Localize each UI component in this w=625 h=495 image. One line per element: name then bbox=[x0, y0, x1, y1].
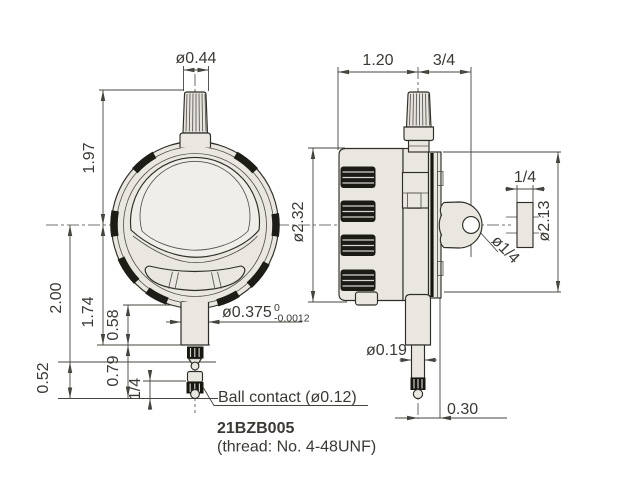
ball-contact-ball bbox=[190, 389, 200, 399]
dim-stem-diameter: ø0.375 bbox=[222, 304, 272, 321]
button-row bbox=[144, 265, 246, 292]
dim-lug-thickness: 1/4 bbox=[514, 169, 536, 186]
dim-cap-diameter: ø0.44 bbox=[176, 50, 217, 67]
side-cap-stripes bbox=[409, 93, 430, 126]
dim-bezel-diameter: ø2.32 bbox=[290, 201, 307, 242]
rear-plate-tab-top bbox=[437, 171, 444, 186]
front-view bbox=[110, 91, 280, 399]
dim-spindle-diameter: ø0.19 bbox=[366, 342, 407, 359]
dim-top-to-center: 1.97 bbox=[81, 142, 98, 173]
lug-hole bbox=[462, 216, 480, 234]
lcd-display-window bbox=[139, 160, 251, 251]
front-contact-ball bbox=[190, 361, 200, 371]
side-spindle-rod bbox=[410, 344, 426, 379]
rear-plate-tab-bottom bbox=[437, 261, 444, 276]
callout-texts: Ball contact (ø0.12) 21BZB005 (thread: N… bbox=[217, 389, 376, 456]
button-dividers bbox=[168, 271, 222, 290]
ball-contact-leader bbox=[203, 387, 368, 406]
dim-center-to-stem-end: 1.74 bbox=[80, 296, 97, 327]
side-contact-ball bbox=[412, 388, 424, 400]
side-view bbox=[338, 91, 534, 400]
dim-contact-thread-length: 1/4 bbox=[127, 378, 144, 400]
dim-rear-diameter: ø2.13 bbox=[536, 200, 553, 241]
dim-center-to-lug: 3/4 bbox=[433, 52, 455, 69]
part-number: 21BZB005 bbox=[217, 420, 294, 437]
side-latch-detail bbox=[401, 171, 430, 209]
lug-cross-section bbox=[516, 201, 534, 249]
side-cap-base bbox=[403, 126, 435, 142]
display-lip-line bbox=[132, 235, 258, 264]
front-cap-base bbox=[179, 132, 212, 148]
side-body-mid-column bbox=[402, 147, 430, 302]
thread-note: (thread: No. 4-48UNF) bbox=[217, 439, 376, 456]
dim-center-to-contact-tip: 2.00 bbox=[48, 282, 65, 313]
bezel-knurl-segments bbox=[110, 151, 280, 310]
face-plate-edge bbox=[123, 153, 267, 297]
dim-stem-end-to-tip: 0.79 bbox=[105, 355, 122, 386]
dim-stem-tolerance-upper: 0 bbox=[274, 302, 280, 314]
side-stem bbox=[404, 293, 432, 346]
lcd-display-panel bbox=[129, 156, 261, 258]
dim-center-to-rear-face: 0.30 bbox=[447, 401, 478, 418]
dim-stem-tolerance-lower: -0.0012 bbox=[274, 313, 310, 325]
front-stem-outline bbox=[180, 302, 210, 346]
dim-stem-length: 0.58 bbox=[105, 309, 122, 340]
front-stem-fill bbox=[181, 302, 209, 345]
mounting-lug bbox=[438, 201, 483, 249]
dim-body-depth: 1.20 bbox=[362, 52, 393, 69]
dim-ball-contact-length: 0.52 bbox=[35, 362, 52, 393]
front-cap-stripes bbox=[185, 93, 207, 132]
front-contact-taper bbox=[187, 357, 203, 364]
side-grip-pads bbox=[340, 166, 376, 291]
ball-contact-shank bbox=[186, 370, 204, 383]
ball-contact-label: Ball contact (ø0.12) bbox=[218, 389, 357, 406]
side-bottom-tab bbox=[354, 291, 379, 306]
